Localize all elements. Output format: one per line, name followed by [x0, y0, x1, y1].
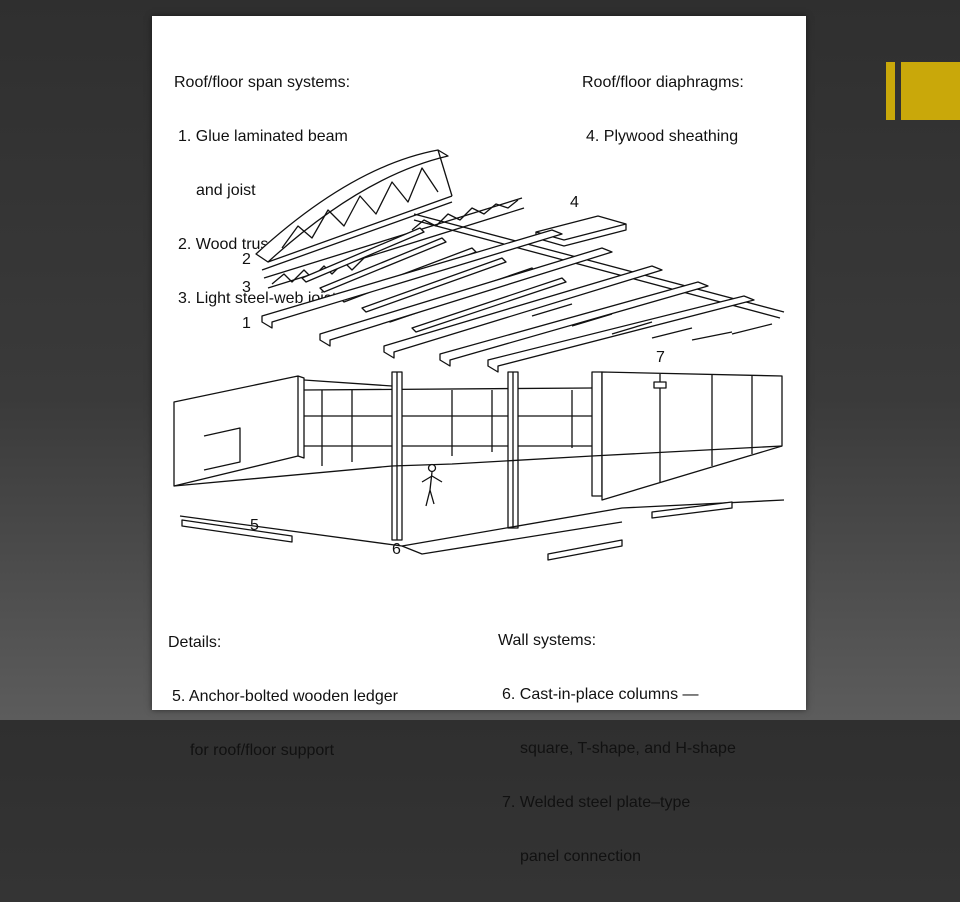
span-systems-legend: Roof/floor span systems: 1. Glue laminat… [174, 38, 350, 344]
legend-item-1-cont: and joist [196, 182, 256, 199]
details-heading: Details: [168, 634, 222, 651]
legend-item-1: 1. Glue laminated beam [178, 128, 348, 145]
legend-item-6-cont: square, T-shape, and H-shape [520, 740, 736, 757]
legend-item-7: 7. Welded steel plate–type [502, 794, 691, 811]
walls [173, 371, 785, 561]
legend-item-5-cont: for roof/floor support [190, 742, 335, 759]
legend-item-4: 4. Plywood sheathing [586, 128, 739, 145]
legend-item-5: 5. Anchor-bolted wooden ledger [172, 688, 398, 705]
callout-1: 1 [242, 315, 251, 332]
building-illustration: 2 3 1 4 7 5 6 [173, 149, 785, 561]
accent-bar-thin [886, 62, 895, 120]
accent-bar-wide [901, 62, 960, 120]
span-systems-heading: Roof/floor span systems: [174, 74, 351, 91]
legend-item-7-cont: panel connection [520, 848, 641, 865]
callout-3: 3 [242, 279, 251, 296]
diagram-panel: Roof/floor span systems: 1. Glue laminat… [152, 16, 806, 865]
wood-truss [255, 149, 453, 271]
glulam-framing [261, 213, 785, 373]
legend-item-2: 2. Wood truss [178, 236, 277, 253]
diaphragms-heading: Roof/floor diaphragms: [582, 74, 744, 91]
wall-systems-heading: Wall systems: [498, 632, 597, 649]
callout-7: 7 [656, 349, 665, 366]
legend-item-6: 6. Cast-in-place columns — [502, 686, 699, 703]
callout-6: 6 [392, 541, 401, 558]
callout-5: 5 [250, 517, 259, 534]
callout-2: 2 [242, 251, 251, 268]
diaphragms-legend: Roof/floor diaphragms: 4. Plywood sheath… [582, 38, 744, 182]
callout-4: 4 [570, 194, 579, 211]
